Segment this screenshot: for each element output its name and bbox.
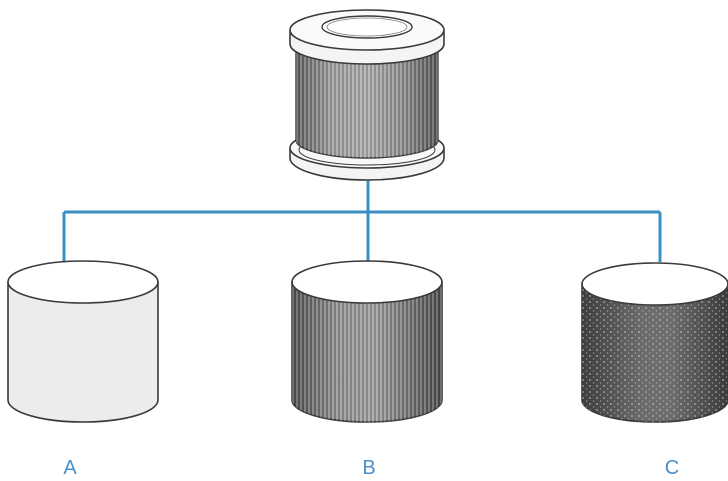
connector-line xyxy=(64,178,660,262)
layer-label-b: B xyxy=(349,456,389,480)
layer-label-a: A xyxy=(50,456,90,480)
pre-filter-layer-icon xyxy=(8,261,158,422)
cylindrical-filter-icon xyxy=(290,10,444,180)
connector-tree xyxy=(64,178,660,262)
layer-label-c: C xyxy=(652,456,692,480)
pleated-filter-layer-icon xyxy=(292,261,442,422)
carbon-filter-layer-icon xyxy=(582,263,728,422)
